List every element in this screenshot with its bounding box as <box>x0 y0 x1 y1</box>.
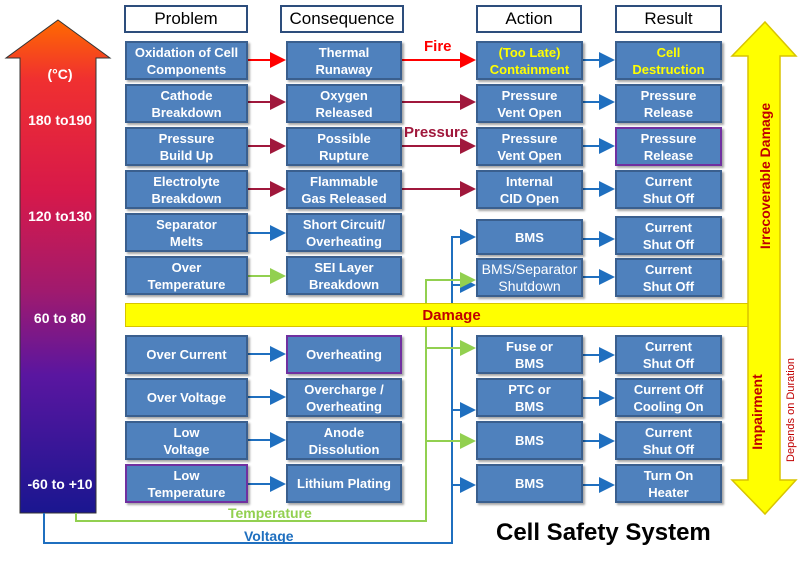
problem-box-8: Low Voltage <box>125 421 248 460</box>
temperature-unit: (°C) <box>47 66 73 82</box>
result-box-0: Cell Destruction <box>615 41 722 80</box>
consequence-box-8: Anode Dissolution <box>286 421 402 460</box>
voltage-label: Voltage <box>244 528 294 544</box>
action-box-2: Pressure Vent Open <box>476 127 583 166</box>
action-box-3: Internal CID Open <box>476 170 583 209</box>
consequence-box-6: Overheating <box>286 335 402 374</box>
header-problem: Problem <box>124 5 248 33</box>
problem-box-0: Oxidation of Cell Components <box>125 41 248 80</box>
action-box-7: PTC or BMS <box>476 378 583 417</box>
result-box-1: Pressure Release <box>615 84 722 123</box>
depends-on-duration-label: Depends on Duration <box>785 358 797 462</box>
problem-box-5: Over Temperature <box>125 256 248 295</box>
header-result: Result <box>615 5 722 33</box>
result-box-5: Current Shut Off <box>615 258 722 297</box>
result-box-9: Turn On Heater <box>615 464 722 503</box>
impairment-label: Impairment <box>749 374 765 450</box>
consequence-box-5: SEI Layer Breakdown <box>286 256 402 295</box>
header-consequence: Consequence <box>280 5 404 33</box>
result-box-3: Current Shut Off <box>615 170 722 209</box>
problem-box-1: Cathode Breakdown <box>125 84 248 123</box>
result-box-4: Current Shut Off <box>615 216 722 255</box>
irrecoverable-damage-label: Irrecoverable Damage <box>757 102 773 250</box>
temperature-level-2: 120 to130 <box>28 208 92 224</box>
damage-bar: Damage <box>125 303 778 327</box>
temperature-label: Temperature <box>228 505 312 521</box>
action-box-1: Pressure Vent Open <box>476 84 583 123</box>
result-box-2: Pressure Release <box>615 127 722 166</box>
consequence-box-4: Short Circuit/ Overheating <box>286 213 402 252</box>
action-box-0: (Too Late) Containment <box>476 41 583 80</box>
pressure-label: Pressure <box>404 124 469 141</box>
action-box-9: BMS <box>476 464 583 503</box>
consequence-box-3: Flammable Gas Released <box>286 170 402 209</box>
action-box-6: Fuse or BMS <box>476 335 583 374</box>
consequence-box-7: Overcharge / Overheating <box>286 378 402 417</box>
result-box-8: Current Shut Off <box>615 421 722 460</box>
consequence-box-2: Possible Rupture <box>286 127 402 166</box>
diagram-title: Cell Safety System <box>496 519 711 546</box>
action-box-5: BMS/Separator Shutdown <box>476 258 583 297</box>
problem-box-4: Separator Melts <box>125 213 248 252</box>
problem-box-6: Over Current <box>125 335 248 374</box>
result-box-7: Current Off Cooling On <box>615 378 722 417</box>
problem-box-2: Pressure Build Up <box>125 127 248 166</box>
action-box-4: BMS <box>476 219 583 255</box>
consequence-box-9: Lithium Plating <box>286 464 402 503</box>
temperature-level-4: -60 to +10 <box>27 476 93 492</box>
problem-box-9: Low Temperature <box>125 464 248 503</box>
consequence-box-1: Oxygen Released <box>286 84 402 123</box>
fire-label: Fire <box>424 38 452 55</box>
temperature-level-3: 60 to 80 <box>33 310 87 326</box>
action-box-8: BMS <box>476 421 583 460</box>
consequence-box-0: Thermal Runaway <box>286 41 402 80</box>
problem-box-3: Electrolyte Breakdown <box>125 170 248 209</box>
header-action: Action <box>476 5 582 33</box>
temperature-level-1: 180 to190 <box>28 112 92 128</box>
result-box-6: Current Shut Off <box>615 335 722 374</box>
problem-box-7: Over Voltage <box>125 378 248 417</box>
